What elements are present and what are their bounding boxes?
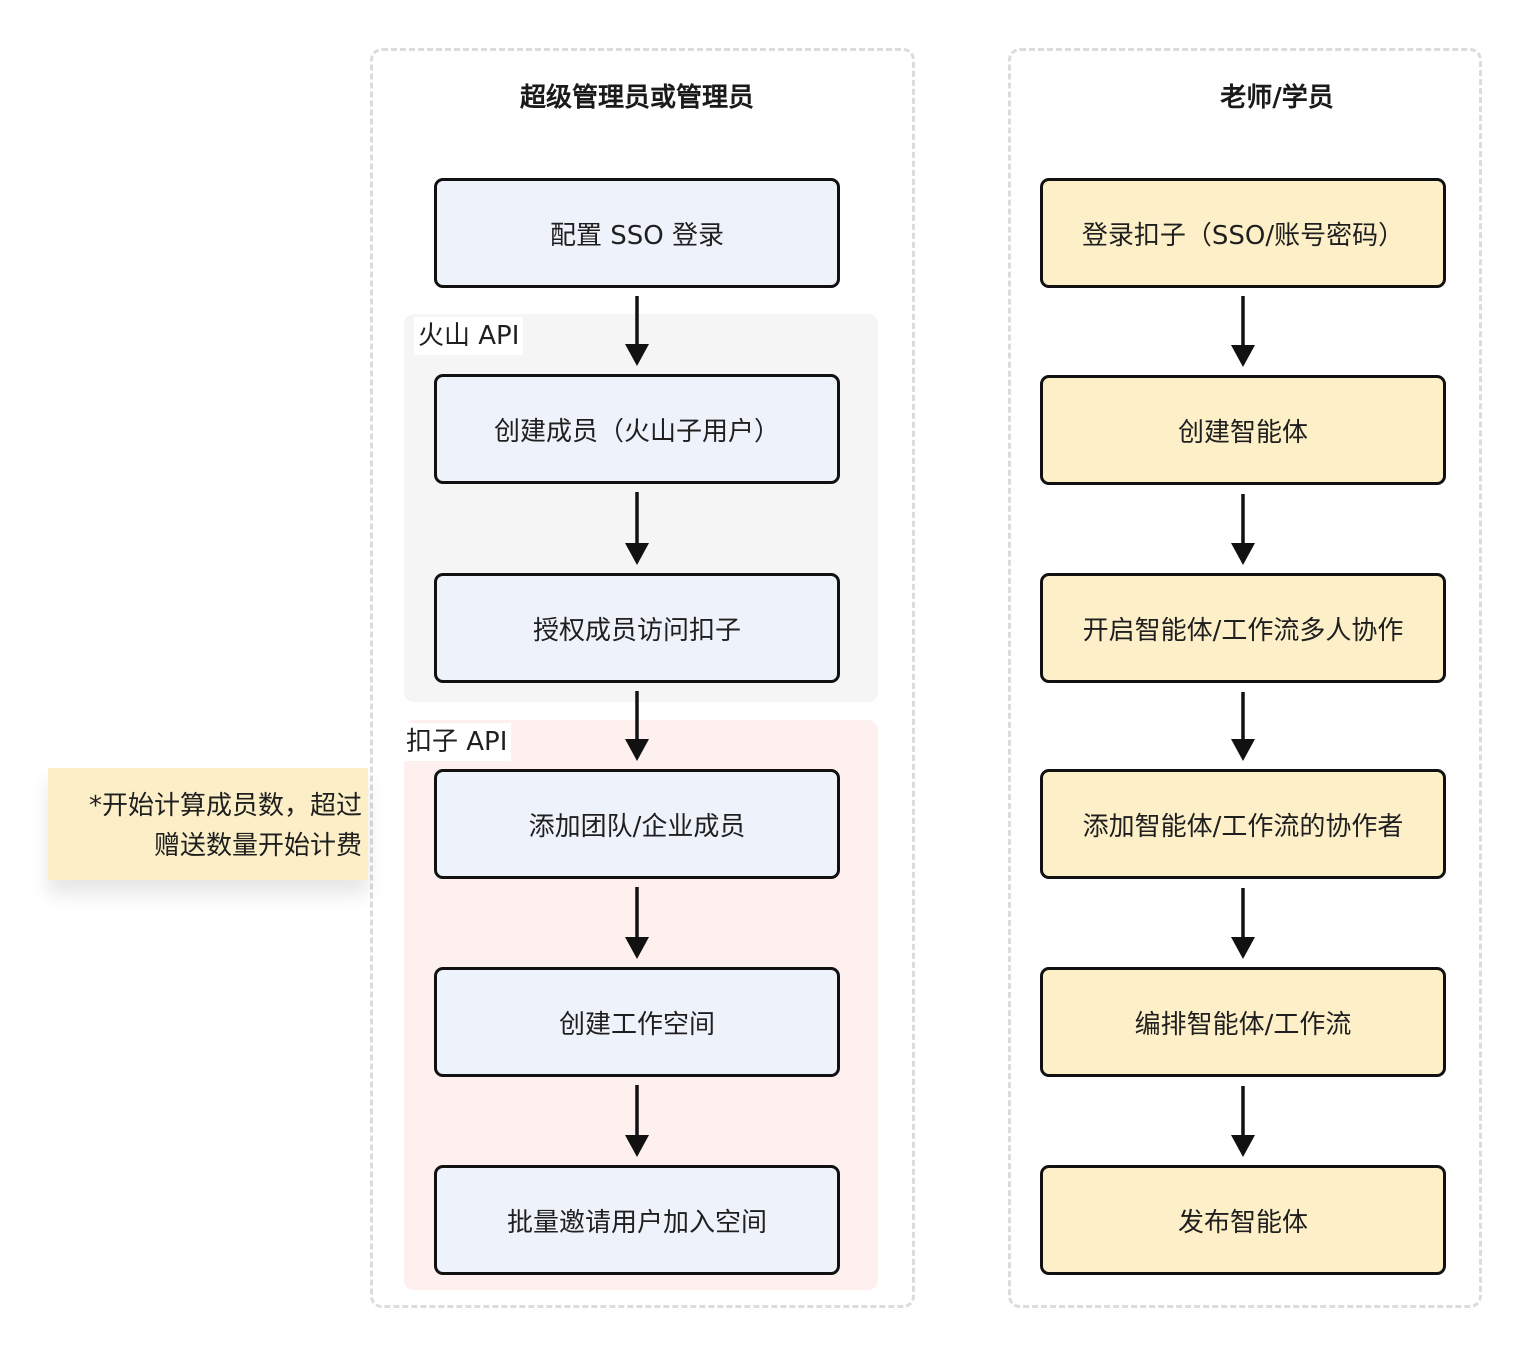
admin-step-authorize: 授权成员访问扣子 [434,573,840,683]
teacher-step-login: 登录扣子（SSO/账号密码） [1040,178,1446,288]
admin-step-configure-sso: 配置 SSO 登录 [434,178,840,288]
teacher-lane-title: 老师/学员 [1220,83,1334,113]
teacher-step-enable-collab: 开启智能体/工作流多人协作 [1040,573,1446,683]
admin-step-batch-invite: 批量邀请用户加入空间 [434,1165,840,1275]
admin-lane-title: 超级管理员或管理员 [519,83,754,113]
teacher-step-add-collaborator: 添加智能体/工作流的协作者 [1040,769,1446,879]
teacher-lane [1008,48,1482,1308]
admin-lane [370,48,915,1308]
coze-api-label: 扣子 API [402,723,512,761]
volc-api-label: 火山 API [414,317,524,355]
teacher-step-publish: 发布智能体 [1040,1165,1446,1275]
teacher-step-orchestrate: 编排智能体/工作流 [1040,967,1446,1077]
billing-note: *开始计算成员数，超过 赠送数量开始计费 [48,768,368,880]
billing-note-line-2: 赠送数量开始计费 [153,831,362,861]
admin-step-create-member: 创建成员（火山子用户） [434,374,840,484]
billing-note-line-1: *开始计算成员数，超过 [88,791,362,821]
admin-step-add-team-member: 添加团队/企业成员 [434,769,840,879]
teacher-step-create-agent: 创建智能体 [1040,375,1446,485]
admin-step-create-workspace: 创建工作空间 [434,967,840,1077]
